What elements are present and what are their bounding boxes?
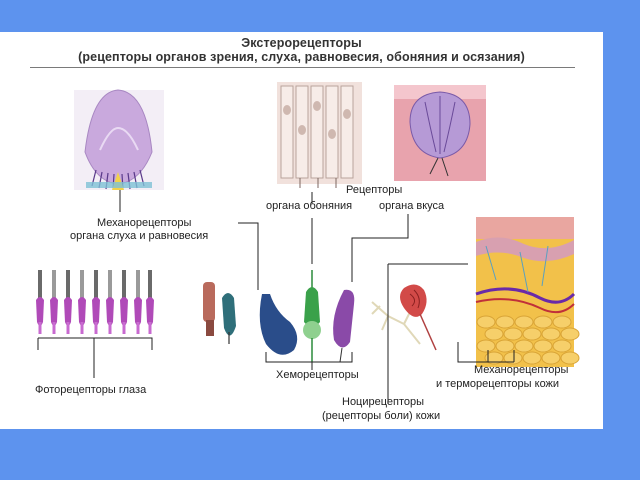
taste-cell-illustration (333, 289, 355, 363)
label-photoreceptors: Фоторецепторы глаза (35, 384, 147, 396)
title-underline (30, 67, 575, 68)
label-taste-organ: органа вкуса (379, 200, 445, 212)
skin-section-illustration (475, 217, 580, 367)
hair-cell-illustration (203, 282, 236, 344)
label-olfactory-organ: органа обоняния (266, 200, 353, 212)
diagram-illustrations (36, 82, 580, 404)
encapsulated-receptor-illustration (400, 284, 437, 351)
photoreceptor-cell (64, 270, 72, 334)
fat-globule (552, 339, 572, 353)
fat-globule (476, 339, 496, 353)
label-mechanoreceptors-hearing-2: органа слуха и равновесия (70, 230, 209, 242)
fat-globule (503, 327, 523, 341)
connector-lines (37, 190, 515, 404)
fat-globule (514, 339, 534, 353)
label-mechanoreceptors-skin-1: Механорецепторы (474, 364, 569, 376)
fat-globule (541, 327, 561, 341)
fat-globule (476, 315, 496, 329)
label-chemoreceptors: Хеморецепторы (276, 369, 359, 381)
nociceptor-illustration (371, 301, 421, 345)
fat-globule (514, 315, 534, 329)
fat-globule (503, 351, 523, 365)
label-nociceptors-1: Ноцирецепторы (342, 396, 425, 408)
olfactory-receptor-illustration (277, 82, 362, 188)
title-main: Экстерорецепторы (241, 36, 362, 50)
slide: Экстерорецепторы (рецепторы органов зрен… (0, 32, 603, 429)
label-mechanoreceptors-skin-2: и терморецепторы кожи (436, 378, 560, 390)
fat-globule (533, 315, 553, 329)
title-subtitle: (рецепторы органов зрения, слуха, равнов… (78, 50, 525, 64)
fat-globule (484, 351, 504, 365)
fat-globule (484, 327, 504, 341)
olfactory-neuron-illustration (303, 270, 321, 362)
label-mechanoreceptors-hearing-1: Механорецепторы (97, 217, 192, 229)
label-nociceptors-2: (рецепторы боли) кожи (322, 410, 441, 422)
fat-globule (552, 315, 572, 329)
fat-globule (560, 327, 580, 341)
fat-globule (522, 327, 542, 341)
photoreceptor-illustration (36, 270, 154, 334)
photoreceptor-cell (146, 270, 154, 334)
fat-globule (495, 339, 515, 353)
vestibular-cell-illustration (259, 294, 298, 355)
fat-globule (533, 339, 553, 353)
taste-receptor-illustration (394, 85, 486, 181)
label-receptors: Рецепторы (346, 184, 403, 196)
photoreceptor-cell (120, 270, 128, 334)
fat-globule (495, 315, 515, 329)
fat-globule (560, 351, 580, 365)
fat-globule (522, 351, 542, 365)
photoreceptor-cell (134, 270, 142, 334)
photoreceptor-cell (92, 270, 100, 334)
photoreceptor-cell (106, 270, 114, 334)
photoreceptor-cell (36, 270, 44, 334)
hearing-receptor-illustration (74, 89, 164, 191)
fat-globule (541, 351, 561, 365)
photoreceptor-cell (50, 270, 58, 334)
photoreceptor-cell (78, 270, 86, 334)
